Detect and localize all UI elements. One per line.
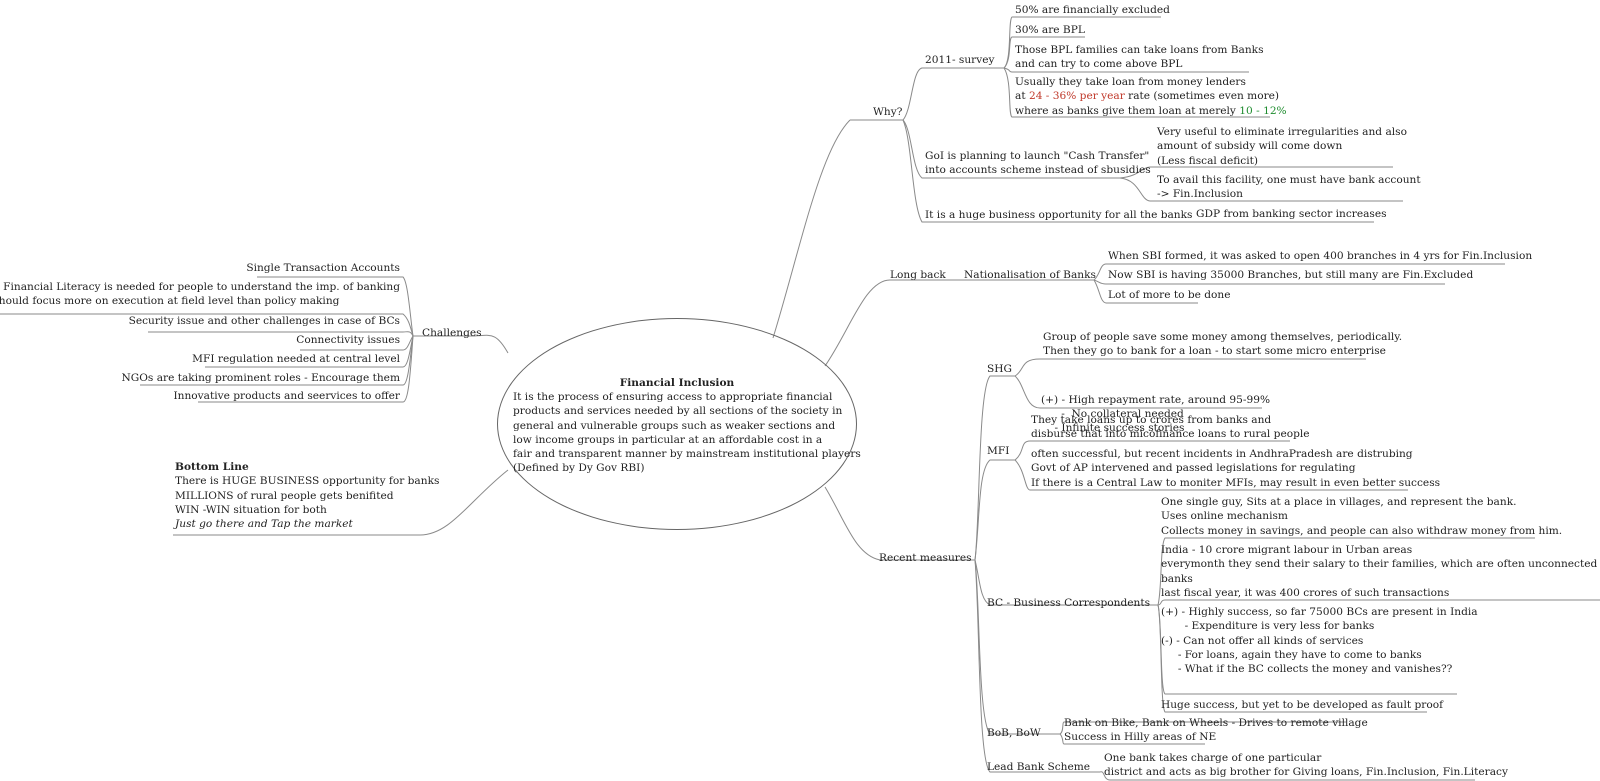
central-node-ellipse [497, 318, 857, 530]
bc-item-pros-cons: (+) - Highly success, so far 75000 BCs a… [1161, 606, 1478, 676]
challenge-item: Security issue and other challenges in c… [128, 315, 400, 327]
survey-item: 50% are financially excluded [1015, 4, 1170, 16]
challenge-item: Basic Financial Literacy is needed for p… [0, 281, 400, 308]
challenge-item: Connectivity issues [296, 334, 400, 346]
branch-long-back: Long back [890, 269, 946, 281]
bc-item: India - 10 crore migrant labour in Urban… [1161, 544, 1600, 599]
bob-item: Bank on Bike, Bank on Wheels - Drives to… [1064, 717, 1368, 744]
bank-rate-text: 10 - 12% [1239, 104, 1287, 117]
cash-item: To avail this facility, one must have ba… [1157, 174, 1421, 201]
shg-item: (+) - High repayment rate, around 95-99%… [1041, 393, 1271, 435]
branch-shg: SHG [987, 363, 1012, 375]
mfi-item: often successful, but recent incidents i… [1031, 448, 1441, 489]
branch-business-opportunity: It is a huge business opportunity for al… [925, 209, 1193, 221]
survey-item: Those BPL families can take loans from B… [1015, 44, 1264, 71]
bottom-line-note: Bottom Line There is HUGE BUSINESS oppor… [175, 461, 440, 531]
central-definition: It is the process of ensuring access to … [513, 391, 861, 475]
survey-item-money-lenders: Usually they take loan from money lender… [1015, 76, 1287, 117]
branch-bc: BC - Business Correspondents [987, 597, 1151, 609]
cash-item: Very useful to eliminate irregularities … [1157, 126, 1407, 167]
challenge-item: MFI regulation needed at central level [192, 353, 400, 365]
challenge-item: Innovative products and seervices to off… [173, 390, 400, 402]
branch-cash-transfer: GoI is planning to launch "Cash Transfer… [925, 150, 1151, 177]
central-title: Financial Inclusion [619, 377, 735, 389]
business-item: GDP from banking sector increases [1196, 208, 1387, 220]
branch-challenges: Challenges [422, 327, 482, 339]
branch-bob-bow: BoB, BoW [987, 727, 1041, 739]
nationalisation-item: Lot of more to be done [1108, 289, 1231, 301]
challenge-item: NGOs are taking prominent roles - Encour… [121, 372, 400, 384]
branch-recent-measures: Recent measures [879, 552, 972, 564]
bc-item: Huge success, but yet to be developed as… [1161, 699, 1443, 711]
branch-lead-bank: Lead Bank Scheme [987, 761, 1091, 773]
branch-2011-survey: 2011- survey [925, 54, 995, 66]
challenge-item: Single Transaction Accounts [246, 262, 400, 274]
shg-item: Group of people save some money among th… [1043, 331, 1403, 358]
branch-nationalisation: Nationalisation of Banks [964, 269, 1096, 281]
nationalisation-item: Now SBI is having 35000 Branches, but st… [1108, 269, 1474, 281]
high-rate-text: 24 - 36% per year [1028, 90, 1125, 103]
bc-item: One single guy, Sits at a place in villa… [1161, 496, 1563, 537]
branch-mfi: MFI [987, 445, 1010, 457]
mfi-item: They take loans up to crores from banks … [1031, 414, 1310, 441]
branch-why: Why? [873, 106, 903, 118]
nationalisation-item: When SBI formed, it was asked to open 40… [1108, 250, 1533, 262]
survey-item: 30% are BPL [1015, 24, 1085, 36]
